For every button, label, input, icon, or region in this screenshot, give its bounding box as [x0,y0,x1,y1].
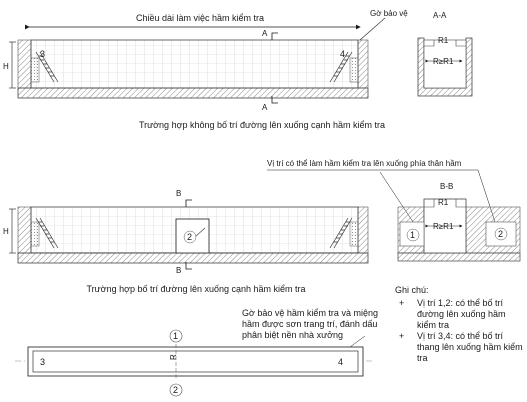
r1-label-aa: R1 [438,36,449,45]
pit-wall-grid [30,39,359,89]
position-2-label-plan: 2 [173,385,178,395]
note-text-1: Vị trí 1,2: có thể bố trí đường lên xuốn… [417,298,506,330]
position-3-label-plan: 3 [40,357,45,367]
top-elevation: Chiều dài làm việc hầm kiểm tra 3 4 H A … [3,9,408,130]
ladder-right-icon-2 [329,217,353,249]
section-bb: B-B R1 R≥R1 1 2 [397,182,521,262]
middle-elevation: 2 H B B Trường hợp bố trí đường lên xuốn… [3,189,369,294]
section-b-marker-bottom: B [176,266,181,275]
height-label-top: H [3,62,9,71]
note-item-1: + Vị trí 1,2: có thể bố trí đường lên xu… [395,298,523,331]
working-length-label: Chiều dài làm việc hầm kiểm tra [136,13,264,23]
ladder-right-icon [329,51,353,83]
note-text-2: Vị trí 3,4: có thể bố trí thang lên xuốn… [417,331,523,363]
note-item-2: + Vị trí 3,4: có thể bố trí thang lên xu… [395,331,523,364]
notes-heading: Ghi chú: [395,285,429,295]
note-bullet-2: + [399,331,405,341]
section-b-marker-top: B [176,189,181,198]
plan-note: Gờ bảo vệ hầm kiểm tra và miệng hầm được… [242,308,378,340]
r1-label-bb: R1 [438,198,449,207]
callout-label: Vị trí có thể làm hầm kiểm tra lên xuống… [267,159,462,168]
section-aa: A-A R1 R≥R1 [417,11,473,97]
notes-block: Ghi chú: + Vị trí 1,2: có thể bố trí đườ… [395,285,523,364]
position-4-label: 4 [340,49,345,59]
position-3-label: 3 [40,49,45,59]
caption-top: Trường hợp không bố trí đường lên xuống … [139,120,385,130]
note-bullet-1: + [399,298,405,308]
ladder-left-icon [35,51,59,83]
ladder-left-icon-2 [35,217,59,249]
section-a-marker-bottom: A [262,103,268,112]
section-bb-title: B-B [440,182,453,191]
guard-label-top: Gờ bảo vệ [370,9,408,18]
plan-r-label: R [169,354,178,360]
r-ge-r1-label-aa: R≥R1 [433,57,454,66]
section-a-marker-top: A [262,29,268,38]
plan-view: 1 2 3 4 R [15,329,372,397]
r-ge-r1-label-bb: R≥R1 [433,222,454,231]
position-4-label-plan: 4 [338,357,343,367]
position-1-label-bb: 1 [410,230,415,240]
height-label-mid: H [3,227,9,236]
section-aa-title: A-A [433,11,447,20]
position-2-label-bb: 2 [498,229,503,239]
position-2-label-mid: 2 [187,232,192,242]
caption-middle: Trường hợp bố trí đường lên xuống cạnh h… [86,284,305,294]
position-1-label-plan: 1 [173,331,178,341]
